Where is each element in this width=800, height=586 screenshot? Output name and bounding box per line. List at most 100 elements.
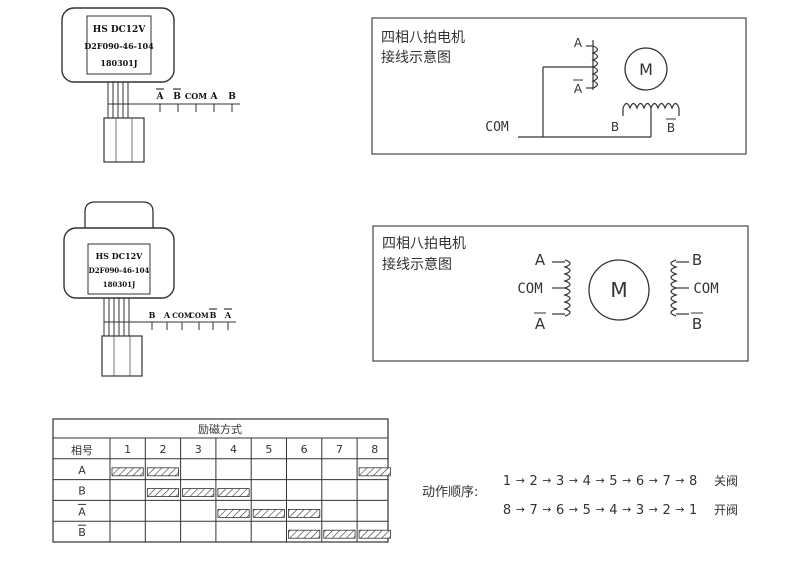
motor-2-wire-label-5: B bbox=[210, 310, 217, 320]
motor-2-wire-label-1: B bbox=[149, 310, 156, 320]
motor-1-cable-sheath bbox=[103, 117, 145, 163]
motor-2-wire-label-6: A bbox=[224, 310, 232, 320]
open-valve-sequence: 8→7→6→5→4→3→2→1 bbox=[503, 503, 697, 518]
excitation-bar bbox=[146, 467, 180, 477]
diagram-1-title-line-1: 四相八拍电机 bbox=[381, 30, 465, 46]
motor-1-wire-label-5: B bbox=[228, 92, 236, 102]
step-header: 4 bbox=[230, 443, 237, 456]
excitation-bar bbox=[358, 467, 391, 477]
step-header: 1 bbox=[124, 443, 131, 456]
phase-label: A bbox=[78, 505, 86, 518]
sequence-arrow: → bbox=[542, 503, 551, 516]
sequence-step: 2 bbox=[529, 474, 537, 489]
sequence-arrow: → bbox=[649, 503, 658, 516]
wiring-diagram-1: 四相八拍电机 接线示意图 M A A COM B B bbox=[371, 17, 747, 155]
diagram-2-label-com-left: COM bbox=[517, 281, 542, 297]
sequence-step: 5 bbox=[583, 503, 591, 518]
excitation-bar bbox=[146, 488, 180, 498]
sequence-arrow: → bbox=[595, 474, 604, 487]
sequence-arrow: → bbox=[516, 503, 525, 516]
step-header: 8 bbox=[371, 443, 378, 456]
motor-2-cable-sheath bbox=[101, 335, 143, 377]
diagram-2-label-a-bar: A bbox=[535, 315, 546, 333]
phase-label: B bbox=[78, 526, 86, 539]
excitation-bar bbox=[288, 508, 321, 518]
diagram-2-title-line-2: 接线示意图 bbox=[382, 256, 452, 273]
excitation-bar bbox=[182, 488, 215, 498]
diagram-2-label-b: B bbox=[692, 251, 702, 269]
motor-2-wire-label-2: A bbox=[163, 310, 171, 320]
step-header: 5 bbox=[265, 443, 272, 456]
sequence-arrow: → bbox=[595, 503, 604, 516]
motor-1-wires bbox=[107, 82, 240, 120]
sequence-step: 1 bbox=[689, 503, 697, 518]
motor-2-label-line-2: D2F090-46-104 bbox=[89, 266, 150, 275]
sequence-step: 5 bbox=[609, 474, 617, 489]
diagram-2-motor-symbol bbox=[588, 259, 650, 321]
diagram-2-label-a: A bbox=[535, 251, 546, 269]
diagram-2-title-line-1: 四相八拍电机 bbox=[382, 236, 466, 252]
sequence-step: 4 bbox=[609, 503, 617, 518]
open-valve-label: 开阀 bbox=[714, 503, 738, 517]
phase-label: B bbox=[78, 485, 86, 498]
sequence-arrow: → bbox=[622, 503, 631, 516]
sequence-arrow: → bbox=[516, 474, 525, 487]
sequence-arrow: → bbox=[569, 474, 578, 487]
sequence-step: 2 bbox=[662, 503, 670, 518]
diagram-1-label-com: COM bbox=[485, 120, 509, 135]
sequence-step: 4 bbox=[583, 474, 591, 489]
phase-label: A bbox=[78, 464, 86, 477]
diagram-1-label-a-bar: A bbox=[574, 82, 583, 96]
close-valve-sequence: 1→2→3→4→5→6→7→8 bbox=[503, 474, 697, 489]
motor-2-label-line-1: HS DC12V bbox=[96, 251, 144, 261]
motor-1-label-line-1: HS DC12V bbox=[93, 25, 147, 35]
sequence-arrow: → bbox=[542, 474, 551, 487]
excitation-bar bbox=[288, 529, 321, 539]
diagram-1-label-b: B bbox=[611, 120, 619, 134]
diagram-2-label-com-right: COM bbox=[693, 281, 718, 297]
excitation-bar bbox=[323, 529, 356, 539]
diagram-1-label-b-bar: B bbox=[667, 121, 675, 135]
step-header: 3 bbox=[195, 443, 202, 456]
sequence-step: 7 bbox=[662, 474, 670, 489]
sequence-step: 1 bbox=[503, 474, 511, 489]
excitation-bar bbox=[217, 508, 250, 518]
diagram-1-motor-symbol bbox=[624, 47, 668, 91]
action-sequence: 动作顺序: 1→2→3→4→5→6→7→8 关阀 8→7→6→5→4→3→2→1… bbox=[422, 474, 738, 518]
diagram-1-title-line-2: 接线示意图 bbox=[381, 49, 451, 66]
excitation-bar bbox=[217, 488, 250, 498]
sequence-arrow: → bbox=[622, 474, 631, 487]
motor-1-wire-label-1: A bbox=[156, 92, 165, 102]
diagram-2-motor-label: M bbox=[610, 278, 627, 302]
sequence-step: 8 bbox=[503, 503, 511, 518]
diagram-2-label-b-bar: B bbox=[692, 315, 702, 333]
step-header: 7 bbox=[336, 443, 343, 456]
sequence-step: 3 bbox=[636, 503, 644, 518]
sequence-step: 6 bbox=[556, 503, 564, 518]
sequence-label: 动作顺序: bbox=[422, 485, 478, 500]
excitation-bar bbox=[358, 529, 391, 539]
diagram-1-frame bbox=[371, 17, 747, 155]
wiring-diagram-2: 四相八拍电机 接线示意图 M A COM A B COM B bbox=[372, 225, 749, 362]
step-header: 2 bbox=[159, 443, 166, 456]
sequence-step: 8 bbox=[689, 474, 697, 489]
diagram-1-label-a: A bbox=[574, 36, 583, 50]
motor-2-drawing: HS DC12V D2F090-46-104 180301J B A COM C… bbox=[63, 201, 236, 377]
motor-1-wire-label-3: COM bbox=[185, 91, 207, 101]
table-title: 励磁方式 bbox=[198, 422, 242, 436]
motor-1-label-line-2: D2F090-46-104 bbox=[84, 41, 154, 51]
close-valve-label: 关阀 bbox=[714, 474, 738, 488]
motor-1-wire-label-2: B bbox=[173, 92, 181, 102]
motor-2-wire-label-4: COM bbox=[189, 311, 209, 320]
step-header: 6 bbox=[301, 443, 308, 456]
sequence-step: 6 bbox=[636, 474, 644, 489]
sequence-arrow: → bbox=[649, 474, 658, 487]
motor-1-label-line-3: 180301J bbox=[100, 58, 137, 68]
sequence-arrow: → bbox=[675, 474, 684, 487]
excitation-bar bbox=[111, 467, 144, 477]
sequence-arrow: → bbox=[569, 503, 578, 516]
motor-1-drawing: HS DC12V D2F090-46-104 180301J A B bbox=[61, 7, 240, 163]
motor-2-label-line-3: 180301J bbox=[103, 280, 136, 289]
diagram-2-frame bbox=[372, 225, 749, 362]
